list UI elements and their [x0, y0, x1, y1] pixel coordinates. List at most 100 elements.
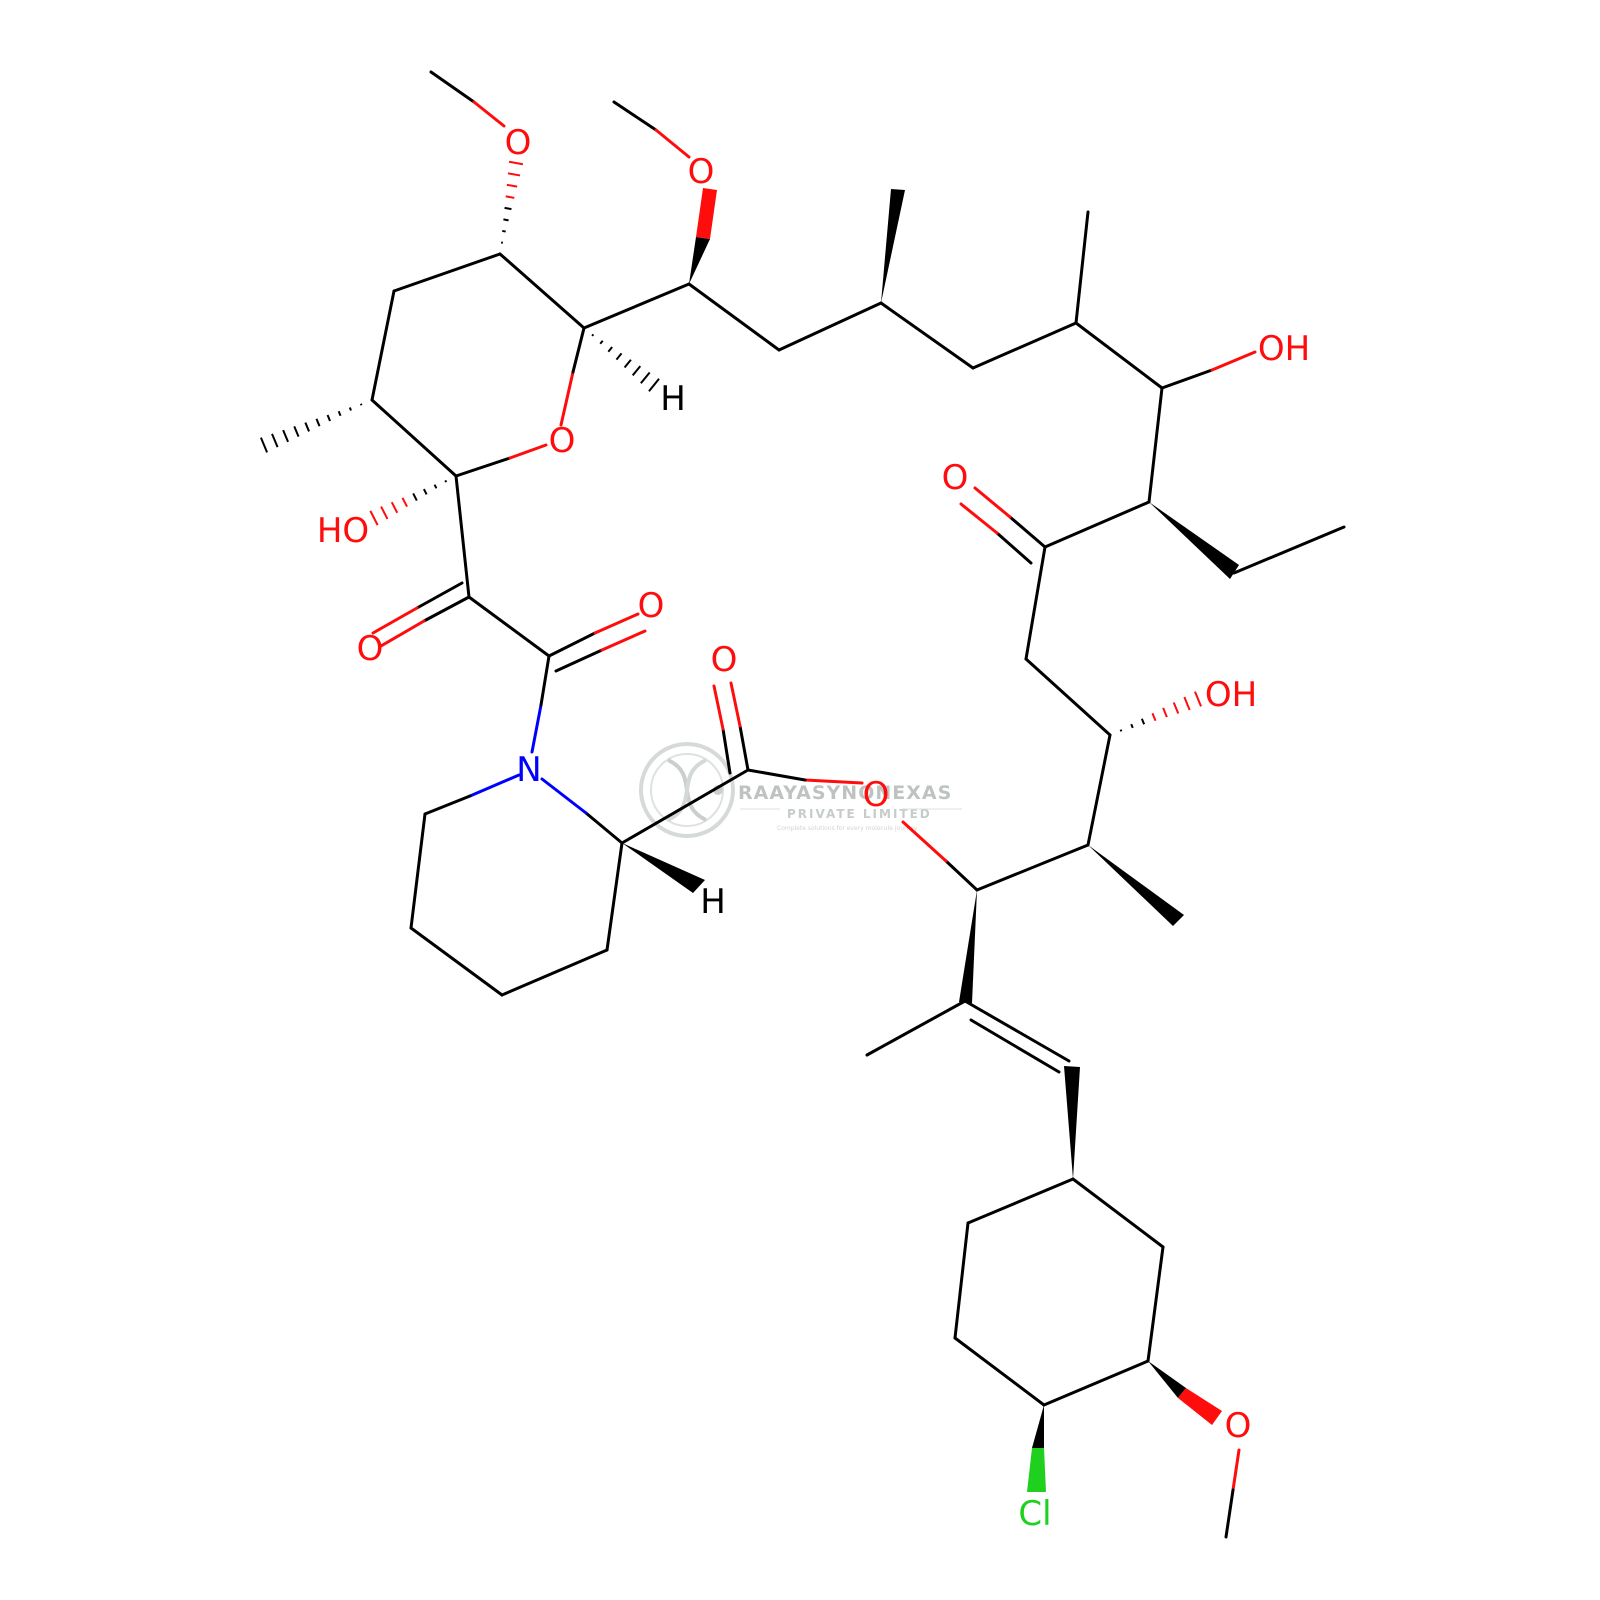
bond-chain-4 [879, 301, 975, 370]
atom-o-methoxy-top-mid: O [688, 152, 715, 192]
hash-oh-ring-left [369, 479, 448, 526]
bond-cyc-c5-c6 [953, 1221, 970, 1340]
wedge-methoxy-o-2-top [696, 188, 717, 239]
bond-ring-c6-c1 [498, 252, 586, 330]
hash-stroke [1183, 696, 1191, 711]
bond-ring-o-c4 [508, 443, 548, 460]
bond-pip-c2-c3 [409, 812, 427, 930]
hash-stroke [444, 479, 448, 483]
bond-pip-c3-c4 [409, 926, 504, 997]
atom-h-ring-top: H [660, 379, 686, 419]
bond-ketone-c-ring-c4 [454, 474, 471, 599]
bond-ester-dbl-b1 [721, 727, 732, 775]
watermark-title: RAAYASYNONEXAS [738, 782, 952, 804]
bond-ring-c2-c3 [370, 289, 396, 402]
hash-stroke [422, 488, 428, 495]
bond-pip-c5-calpha [605, 841, 624, 952]
atom-o-ester-carbonyl: O [711, 640, 738, 680]
hash-stroke [1194, 691, 1202, 707]
hash-stroke [282, 429, 289, 443]
bond-chain-11 [1086, 733, 1112, 847]
hash-stroke [304, 422, 310, 432]
hash-stroke [348, 407, 352, 411]
wedge-alkene-c [959, 890, 977, 1003]
bond-ring-c3-c4 [370, 398, 458, 478]
bond-amide-dbl-b1 [554, 648, 604, 673]
bond-chain-5 [971, 321, 1078, 370]
bond-ester-o-carbonyl-b [746, 768, 807, 782]
hash-stroke [505, 195, 515, 199]
atom-o-keto-amide: O [638, 586, 665, 626]
hash-stroke [631, 365, 642, 377]
bond-methyl-c5 [1074, 210, 1090, 325]
bond-chain-6 [1074, 321, 1164, 390]
bond-ester-dbl-a1 [738, 724, 750, 772]
hash-h-ring-top [591, 333, 660, 392]
watermark: RAAYASYNONEXAS PRIVATE LIMITED Complete … [639, 742, 962, 838]
bond-chain-1 [582, 282, 691, 330]
hash-stroke [259, 437, 269, 453]
bond-ring-c1-c2 [392, 252, 502, 293]
bond-keto-right-b1 [995, 531, 1033, 565]
bond-keto-left-dbl-a2 [379, 619, 426, 648]
hash-stroke [412, 492, 418, 502]
bond-chain-7 [1147, 386, 1164, 504]
hash-stroke [1172, 702, 1180, 714]
bond-methoxy-methyl-1 [429, 70, 476, 104]
bond-keto-left-dbl-a1 [422, 595, 471, 623]
bond-chain-10 [1024, 657, 1112, 737]
bond-methoxy-bottom-o-c [1231, 1448, 1241, 1492]
bond-oh-upper-a [1160, 368, 1214, 390]
atom-o-keto-right: O [942, 458, 969, 498]
bond-chain-8 [1043, 500, 1151, 549]
bond-ester-o-c-b [901, 820, 948, 863]
stereo-hash-layer [259, 160, 1202, 732]
hash-stroke [640, 371, 651, 384]
atom-o-methoxy-top-left: O [505, 123, 532, 163]
atom-o-methoxy-bottom: O [1225, 1406, 1252, 1446]
hash-stroke [1162, 707, 1168, 718]
bond-keto-right-a2 [973, 486, 1012, 519]
bond-cyc-c4-c5 [953, 1336, 1046, 1407]
bond-alkene-double-b [969, 1018, 1061, 1074]
hash-stroke [293, 425, 300, 438]
bond-chain-12 [975, 843, 1090, 892]
hash-stroke [380, 506, 389, 520]
atom-o-ester: O [863, 775, 890, 815]
bond-oh-upper-b [1210, 350, 1257, 372]
wedge-cl-dark [1032, 1405, 1044, 1448]
wedge-methoxy-bottom-red [1178, 1388, 1222, 1425]
hash-stroke [433, 484, 438, 489]
hash-oh-mid-right [1119, 691, 1202, 732]
atom-h-pipecolate: H [700, 882, 726, 922]
bond-alkene-double-a [963, 999, 1071, 1063]
bond-pip-n-c-a [468, 773, 521, 798]
hash-stroke [502, 229, 506, 233]
wedge-methoxy-o-2-bottom [689, 237, 710, 284]
bond-amide-dbl-b2 [600, 629, 647, 652]
bond-pip-n-c-b [423, 794, 472, 816]
watermark-tagline: Complete solutions for every molecule jo… [777, 825, 918, 832]
bond-chain-9 [1024, 545, 1047, 661]
bond-amide-dbl-a1 [547, 631, 597, 658]
hash-stroke [1130, 723, 1134, 729]
hash-stroke [504, 206, 512, 211]
wedge-methoxy-bottom-dark [1148, 1361, 1186, 1398]
bond-pip-c4-c5 [500, 948, 609, 997]
atom-label-layer: O O O H HO O O N H O O OH O OH O Cl [317, 123, 1310, 1534]
hash-stroke [648, 378, 660, 392]
hash-stroke [271, 433, 279, 448]
hash-stroke [506, 183, 518, 188]
bond-keto-right-b2 [959, 502, 999, 535]
hash-stroke [615, 352, 623, 361]
hash-methoxy-o-1 [500, 160, 524, 244]
hash-stroke [508, 160, 524, 166]
bond-cyc-c3-c4 [1042, 1359, 1150, 1407]
bond-keto-right-a1 [1008, 515, 1047, 549]
bond-cyc-c6-c1 [966, 1177, 1075, 1225]
wedge-ethyl [1149, 502, 1239, 579]
bond-layer [370, 70, 1346, 1539]
hash-stroke [390, 501, 399, 514]
hash-stroke [315, 418, 321, 427]
